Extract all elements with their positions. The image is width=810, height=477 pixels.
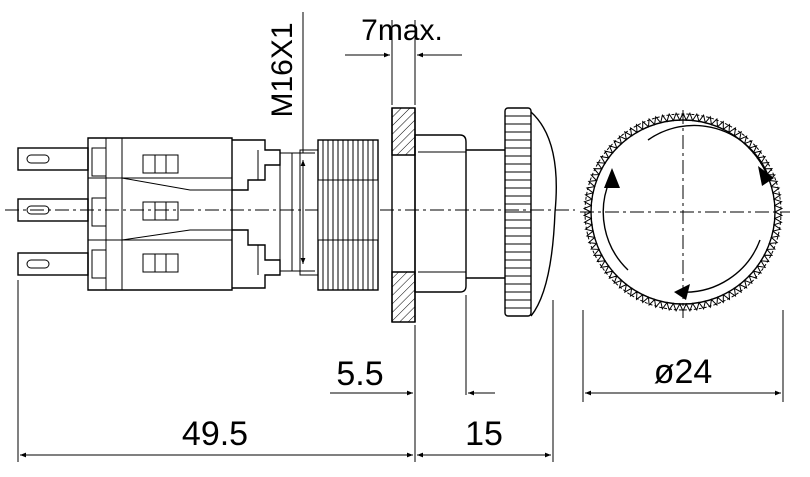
thread-label: M16X1 — [266, 22, 299, 117]
dim-15-label: 15 — [465, 415, 503, 453]
dim-49-5-label: 49.5 — [182, 415, 248, 453]
dim-24-label: ø24 — [654, 353, 713, 391]
latch-clip — [232, 139, 293, 289]
knurled-edge — [582, 111, 784, 313]
mushroom-head — [530, 111, 557, 317]
panel-thickness-label: 7max. — [361, 14, 443, 47]
contact-slots — [142, 154, 179, 273]
mounting-panel — [391, 107, 416, 323]
threaded-nut — [299, 139, 379, 291]
rotate-arrow-top — [647, 124, 769, 176]
terminal-middle — [17, 198, 89, 222]
rotate-arrow-right — [679, 239, 761, 293]
dim-5-5-label: 5.5 — [336, 355, 383, 393]
rotate-arrow-left — [602, 179, 629, 271]
terminal-top — [17, 147, 89, 171]
switch-body — [87, 137, 233, 291]
terminals — [17, 147, 89, 276]
bezel — [414, 134, 505, 293]
knurled-ring — [504, 107, 532, 317]
terminal-bottom — [17, 252, 89, 276]
